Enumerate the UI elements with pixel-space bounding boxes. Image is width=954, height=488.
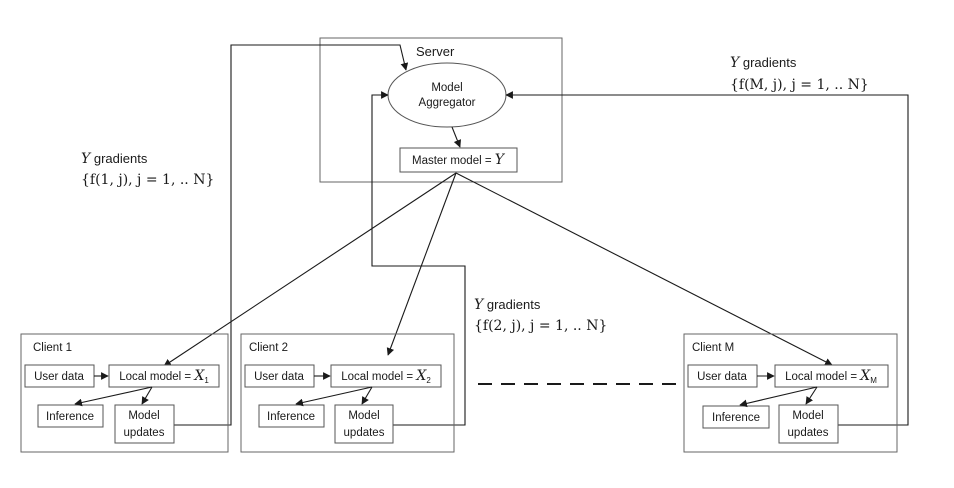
client-2: Client 2 User data Local model = X2 Infe…: [240, 333, 455, 453]
svg-text:Y gradients: Y gradients: [474, 297, 541, 313]
gradient-var: Y: [474, 297, 485, 313]
master-model-label: Master model =: [412, 155, 495, 167]
server-title: Server: [416, 44, 455, 59]
model-updates-line1: Model: [348, 410, 379, 422]
user-data-label: User data: [34, 371, 84, 383]
model-updates-line2: updates: [344, 427, 385, 439]
model-updates-line2: updates: [788, 427, 829, 439]
local-model-sub: M: [870, 376, 877, 385]
master-to-clientM-arrow: [455, 172, 833, 366]
svg-text:Y gradients: Y gradients: [730, 55, 797, 71]
inference-label: Inference: [712, 412, 760, 424]
server-box: [319, 37, 563, 183]
inference-label: Inference: [46, 411, 94, 423]
client2-gradient-path: [371, 91, 466, 426]
local-model-sub: 1: [204, 376, 209, 385]
clientM-gradient-path: [505, 91, 909, 426]
svg-text:Master model = Y: Master model = Y: [412, 152, 506, 168]
gradient-word: gradients: [90, 151, 148, 166]
aggregator-to-master-arrow: [451, 126, 462, 148]
client-title: Client 2: [249, 342, 288, 354]
local-model-var: X: [415, 368, 427, 384]
local-model-var: X: [859, 368, 871, 384]
inference-label: Inference: [267, 411, 315, 423]
model-aggregator: Model Aggregator: [387, 62, 507, 128]
local-model-label: Local model =: [119, 371, 194, 383]
client-box: [240, 333, 455, 453]
gradient-label-clientM: Y gradients {f(M, j), j = 1, .. N}: [730, 55, 869, 93]
client-box: [20, 333, 229, 453]
aggregator-label-line1: Model: [431, 82, 462, 94]
svg-text:Local model = X1: Local model = X1: [119, 368, 209, 385]
client-1: Client 1 User data Local model = X1 Infe…: [20, 333, 229, 453]
model-updates-line1: Model: [128, 410, 159, 422]
svg-text:Local model = X2: Local model = X2: [341, 368, 431, 385]
gradient-label-client1: Y gradients {f(1, j), j = 1, .. N}: [81, 151, 214, 188]
model-updates-line1: Model: [792, 410, 823, 422]
master-to-client1-arrow: [163, 172, 457, 367]
client1-gradient-path: [174, 44, 409, 426]
gradient-set: {f(M, j), j = 1, .. N}: [730, 77, 869, 93]
gradient-set: {f(1, j), j = 1, .. N}: [81, 172, 214, 188]
aggregator-label-line2: Aggregator: [419, 97, 476, 109]
gradient-word: gradients: [483, 297, 541, 312]
gradient-var: Y: [81, 151, 92, 167]
local-model-label: Local model =: [341, 371, 416, 383]
svg-text:Local model = XM: Local model = XM: [785, 368, 877, 385]
user-data-label: User data: [254, 371, 304, 383]
user-data-label: User data: [697, 371, 747, 383]
master-model-var: Y: [495, 152, 506, 168]
svg-text:Y gradients: Y gradients: [81, 151, 148, 167]
gradient-label-client2: Y gradients {f(2, j), j = 1, .. N}: [474, 297, 607, 334]
local-model-label: Local model =: [785, 371, 860, 383]
local-model-var: X: [193, 368, 205, 384]
client-m: Client M User data Local model = XM Infe…: [683, 333, 898, 453]
master-to-client2-arrow: [386, 172, 457, 356]
master-model: Master model = Y: [399, 147, 518, 173]
gradient-var: Y: [730, 55, 741, 71]
client-title: Client 1: [33, 342, 72, 354]
client-box: [683, 333, 898, 453]
client-title: Client M: [692, 342, 734, 354]
model-updates-line2: updates: [124, 427, 165, 439]
local-model-sub: 2: [426, 376, 431, 385]
gradient-word: gradients: [739, 55, 797, 70]
gradient-set: {f(2, j), j = 1, .. N}: [474, 318, 607, 334]
